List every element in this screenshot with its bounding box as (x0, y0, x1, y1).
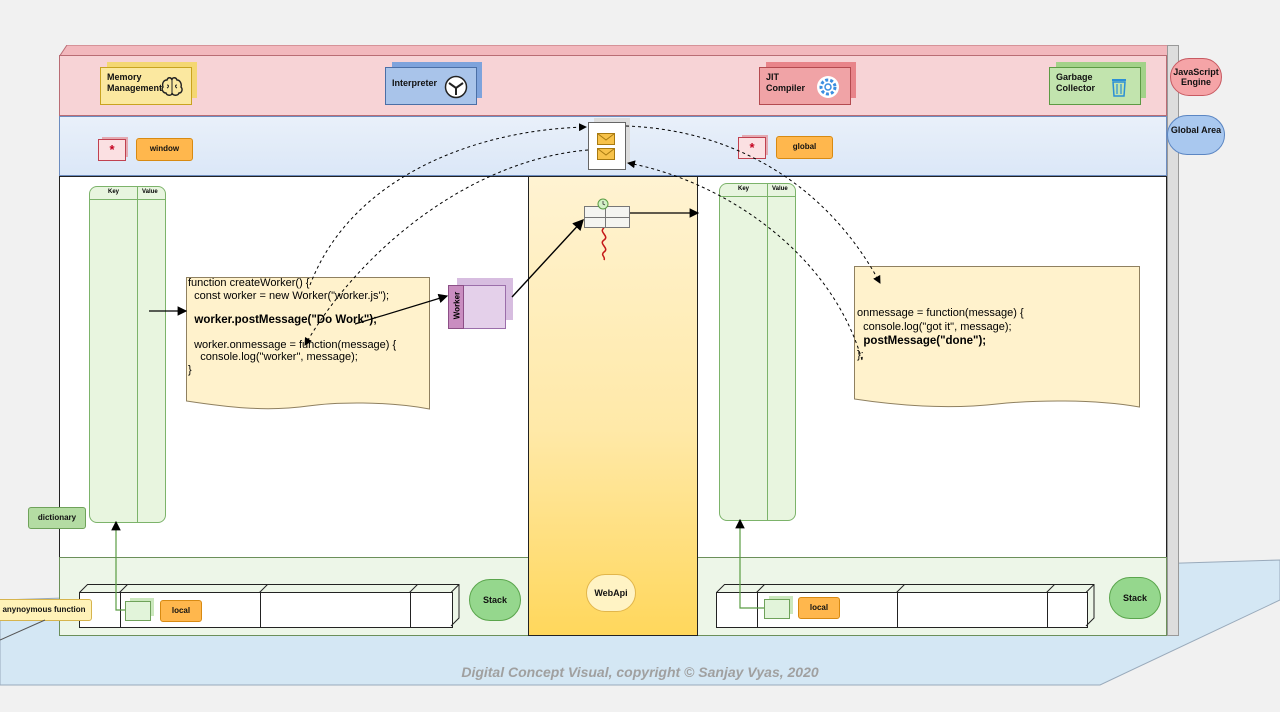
copyright-text: Digital Concept Visual, copyright © Sanj… (461, 664, 819, 680)
code-line: console.log("got it", message); (857, 321, 1012, 333)
left-stack-depth (79, 584, 460, 627)
gear-icon (817, 76, 839, 98)
window-object-icon: * (98, 139, 126, 161)
local-frame-icon (764, 599, 790, 619)
code-line: } (188, 363, 192, 376)
stack-frame (260, 593, 261, 627)
left-code-block: function createWorker() { const worker =… (188, 277, 428, 376)
stack-frame (757, 593, 758, 627)
dict-divider (137, 187, 138, 522)
code-line: onmessage = function(message) { (857, 307, 1024, 319)
code-line: function createWorker() { (188, 277, 310, 289)
code-line: }; (857, 349, 864, 361)
left-dashed-arc-in (304, 149, 589, 346)
right-local-tag: local (798, 597, 840, 619)
garbage-collector-box: Garbage Collector (1049, 67, 1141, 105)
right-code-block: onmessage = function(message) { console.… (857, 306, 1127, 362)
code-line-postmessage: worker.postMessage("Do Work"); (188, 314, 377, 326)
left-dictionary-table: Key Value (89, 186, 166, 523)
memory-management-box: Memory Management (100, 67, 192, 105)
garbage-collector-label: Garbage Collector (1056, 72, 1096, 93)
code-line: console.log("worker", message); (188, 351, 358, 363)
thread-squiggle-icon (601, 228, 607, 261)
side-depth (1167, 45, 1179, 636)
split-arrow-icon (444, 75, 468, 99)
right-dashed-arc-out (625, 125, 881, 284)
anonymous-function-tag: anynoymous function (0, 599, 92, 621)
envelope-icon (597, 148, 615, 160)
stack-frame (1047, 593, 1048, 627)
worker-thread-box (584, 206, 630, 228)
interpreter-box: Interpreter (385, 67, 477, 105)
jit-compiler-label: JIT Compiler (766, 72, 806, 93)
javascript-engine-cloud: JavaScript Engine (1170, 58, 1222, 96)
message-queue-box (588, 122, 626, 170)
thread-box-divider (585, 217, 629, 218)
left-dashed-arc-out (309, 123, 587, 286)
dict-divider (767, 184, 768, 520)
engine-band (59, 55, 1167, 116)
dictionary-header: Key Value (720, 184, 795, 197)
right-stack-depth (716, 584, 1095, 627)
global-area-cloud: Global Area (1167, 115, 1225, 155)
right-code-document-shape (854, 266, 1140, 408)
trash-icon (1112, 79, 1126, 97)
right-dashed-arc-in (627, 160, 863, 361)
global-tag: global (776, 136, 833, 159)
jit-compiler-box: JIT Compiler (759, 67, 851, 105)
stack-frame (897, 593, 898, 627)
code-line-postmessage: postMessage("done"); (857, 335, 987, 347)
postmessage-to-worker-arrow (354, 293, 449, 325)
right-stack-cloud: Stack (1109, 577, 1161, 619)
brain-icon (161, 77, 183, 96)
left-local-to-dict-line (111, 520, 125, 611)
left-stack-cloud: Stack (469, 579, 521, 621)
interpreter-label: Interpreter (392, 78, 438, 88)
window-tag: window (136, 138, 193, 161)
anon-function-line (0, 619, 46, 641)
worker-to-thread-arrow (511, 218, 584, 298)
local-frame-icon (125, 601, 151, 621)
dict-value-header: Value (772, 186, 788, 192)
timer-icon (597, 198, 609, 210)
dictionary-header: Key Value (90, 187, 165, 200)
webapi-cloud: WebApi (586, 574, 636, 612)
dict-key-header: Key (738, 186, 750, 192)
dictionary-tag: dictionary (28, 507, 86, 529)
dict-value-header: Value (142, 189, 158, 195)
code-line: const worker = new Worker("worker.js"); (188, 289, 390, 302)
stack-frame (410, 593, 411, 627)
envelope-icon (597, 133, 615, 145)
dict-key-header: Key (108, 189, 120, 195)
thread-box-divider (605, 207, 606, 227)
memory-management-label: Memory Management (107, 72, 163, 93)
webapi-column (528, 176, 698, 636)
left-local-tag: local (160, 600, 202, 622)
code-line: worker.onmessage = function(message) { (188, 338, 397, 351)
right-local-to-dict-line (735, 518, 764, 609)
worker-label-box: Worker (448, 285, 464, 329)
